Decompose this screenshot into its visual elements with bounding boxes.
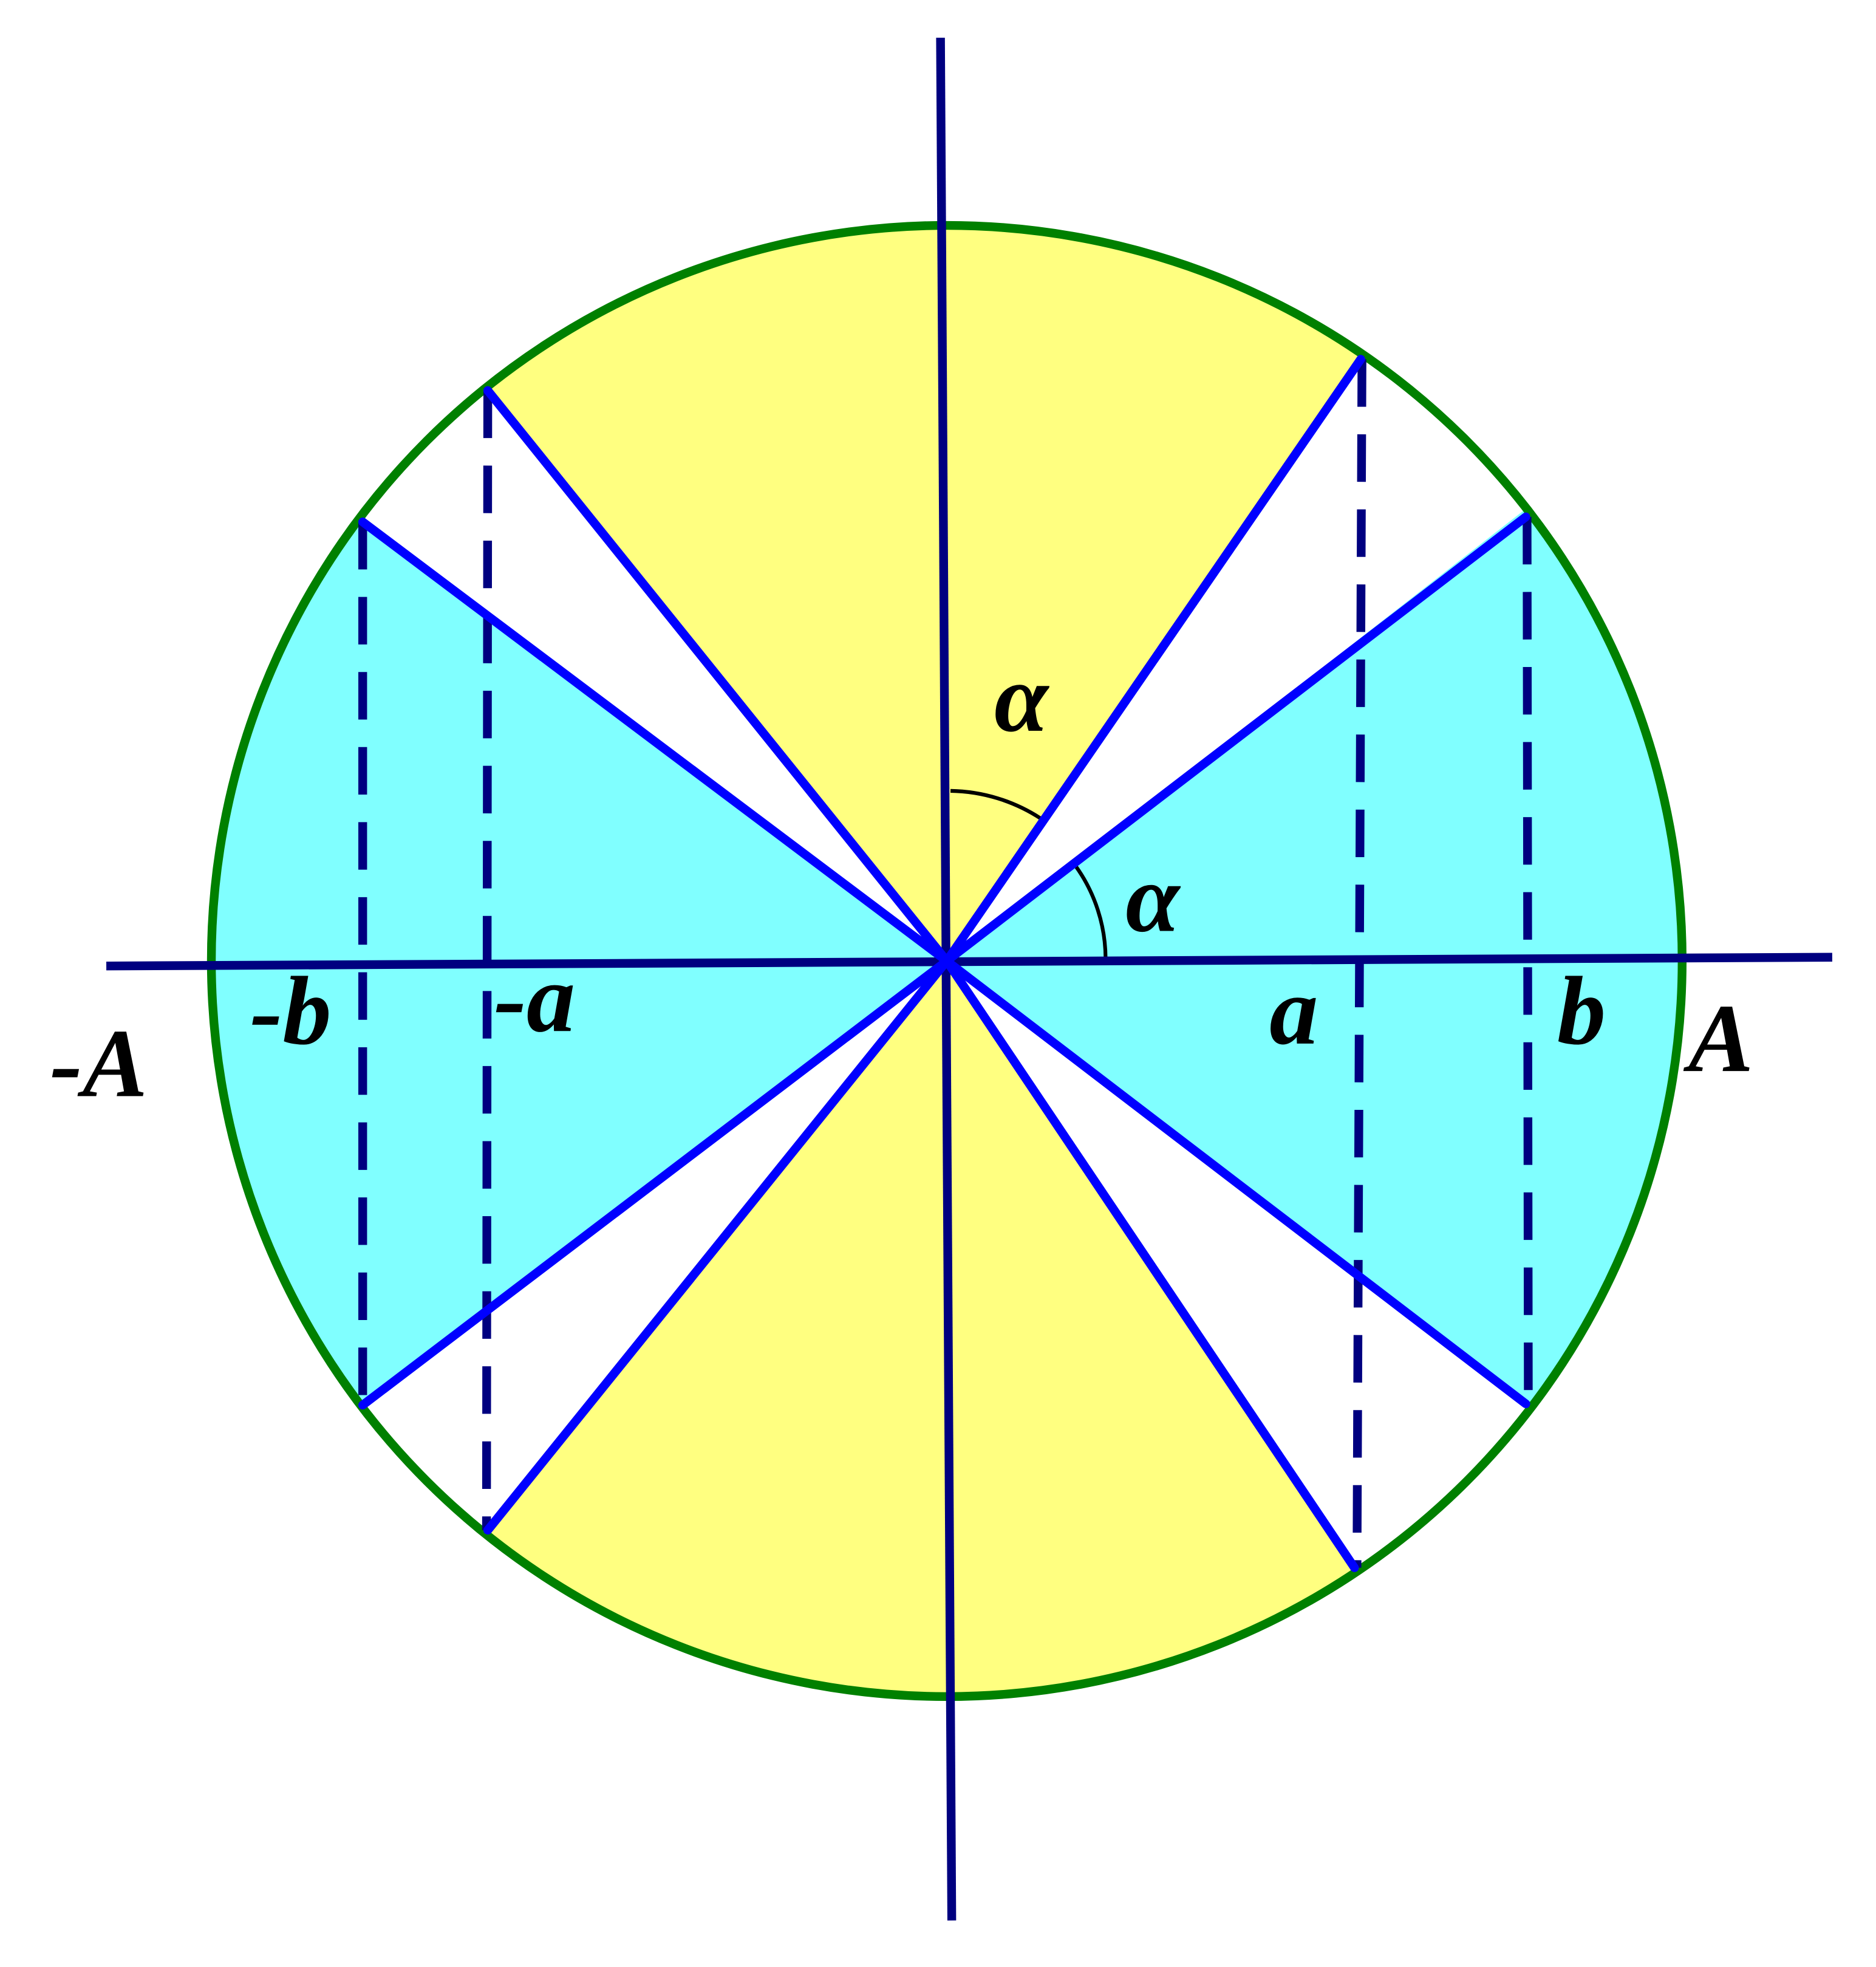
ray-upper-left-steep	[483, 386, 952, 966]
label-neg-b: -b	[250, 957, 332, 1065]
ray-lower-right-steep	[942, 956, 1359, 1572]
ray-upper-right-shallow	[942, 512, 1530, 966]
label-A: A	[1683, 984, 1753, 1092]
label-alpha-top: α	[994, 644, 1049, 752]
ray-upper-right-steep	[942, 355, 1365, 966]
ray-lower-left-steep	[483, 956, 952, 1535]
yellow-sector-top	[365, 225, 1551, 961]
label-neg-A: -A	[50, 1009, 148, 1117]
label-a: a	[1269, 957, 1318, 1065]
x-axis	[106, 953, 1832, 971]
label-neg-a: -a	[494, 944, 575, 1052]
angle-arc-top	[950, 789, 1042, 820]
label-b: b	[1557, 957, 1606, 1065]
ray-lower-left-shallow	[358, 956, 952, 1410]
label-alpha-right: α	[1125, 844, 1181, 953]
ray-upper-left-shallow	[358, 517, 952, 966]
angle-arc-right	[1074, 864, 1108, 959]
ray-lower-right-shallow	[942, 956, 1530, 1409]
y-axis	[936, 38, 957, 1921]
